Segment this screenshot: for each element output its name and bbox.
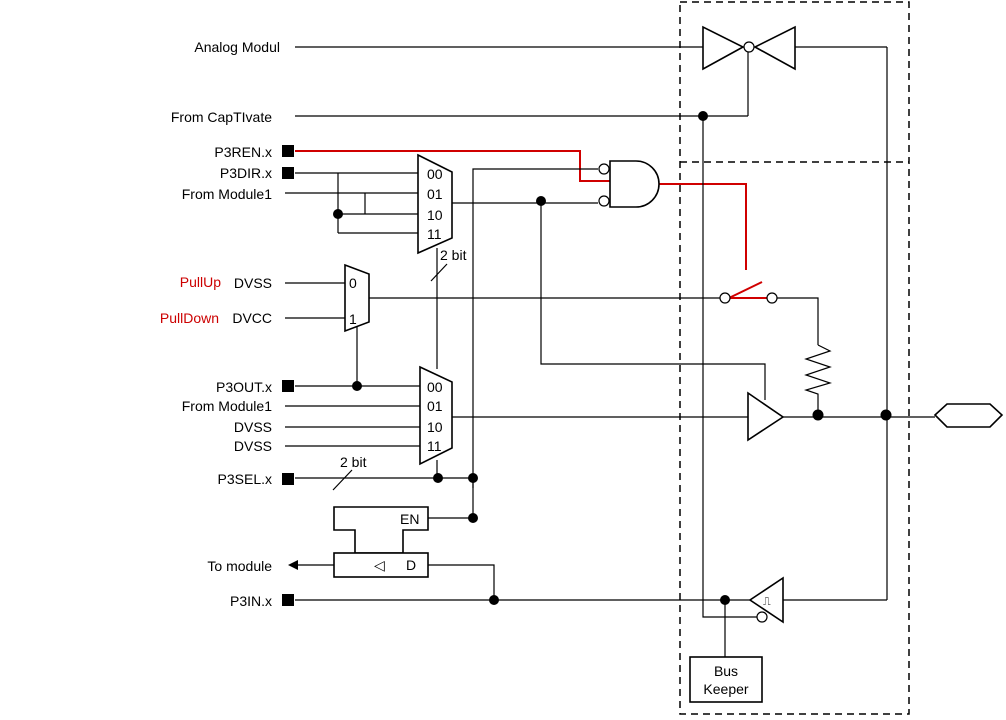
- bus-keeper-box: [689, 656, 763, 703]
- label-dvcc: DVCC: [232, 310, 272, 326]
- mux1-in-10: 10: [427, 207, 443, 223]
- mux-output: [419, 365, 453, 466]
- latch-en-label: EN: [400, 511, 419, 527]
- wire-and-output: [656, 183, 747, 270]
- pull-switch-left: [719, 292, 731, 304]
- io-pad-terminal: [933, 403, 1004, 428]
- and-gate: [609, 160, 660, 208]
- junction-pad-a: [812, 409, 824, 421]
- wire-dir-to-driver: [540, 201, 766, 400]
- label-from-module1-a: From Module1: [182, 186, 272, 202]
- mux-pull-in-0: 0: [349, 275, 357, 291]
- junction-pad-b: [880, 409, 892, 421]
- bus-keeper-line2: Keeper: [703, 681, 748, 697]
- bus-slash-b: [332, 469, 353, 491]
- label-pullup: PullUp: [180, 274, 221, 290]
- wire-input-enable: [702, 116, 757, 618]
- pull-switch-blade: [728, 281, 763, 299]
- arrow-to-module: [288, 560, 298, 570]
- label-from-module1-b: From Module1: [182, 398, 272, 414]
- input-enable-bubble: [756, 611, 768, 623]
- label-to-module: To module: [207, 558, 272, 574]
- junction-p3in: [489, 595, 499, 605]
- mux-direction: [417, 153, 453, 255]
- bus-keeper-line1: Bus: [714, 663, 738, 679]
- mux2-in-11: 11: [427, 438, 442, 454]
- wire-p3ren: [295, 150, 610, 182]
- pin-p3dir: [282, 167, 294, 179]
- bus-width-b: 2 bit: [340, 454, 367, 470]
- junction-sel-a: [433, 473, 443, 483]
- pad-boundary: [679, 1, 910, 715]
- analog-switch-right: [753, 25, 796, 71]
- and-input-bubble-1: [598, 163, 610, 175]
- analog-switch-left: [702, 25, 745, 71]
- label-p3sel: P3SEL.x: [218, 471, 272, 487]
- mux-pull-in-1: 1: [349, 311, 357, 327]
- pull-resistor: [803, 344, 833, 413]
- label-dvss-b: DVSS: [234, 419, 272, 435]
- mux1-in-01: 01: [427, 186, 443, 202]
- and-input-bubble-2: [598, 195, 610, 207]
- label-p3out: P3OUT.x: [216, 379, 272, 395]
- latch-clock-label: ◁: [374, 557, 385, 573]
- junction-latch-en: [468, 513, 478, 523]
- pull-switch-right: [766, 292, 778, 304]
- mux-pull: [344, 263, 370, 333]
- junction-p3out: [352, 381, 362, 391]
- schmitt-symbol: ⎍: [763, 596, 771, 608]
- pin-p3out: [282, 380, 294, 392]
- label-dvss-a: DVSS: [234, 275, 272, 291]
- label-pulldown: PullDown: [160, 310, 219, 326]
- pin-p3ren: [282, 145, 294, 157]
- wire-sel-to-and: [472, 168, 598, 488]
- label-analog-modul: Analog Modul: [194, 39, 280, 55]
- label-from-captivate: From CapTIvate: [171, 109, 272, 125]
- mux1-in-11: 11: [427, 226, 442, 242]
- label-p3in: P3IN.x: [230, 593, 272, 609]
- label-dvss-c: DVSS: [234, 438, 272, 454]
- wire-pull-resistor-top: [777, 297, 819, 345]
- label-p3dir: P3DIR.x: [220, 165, 272, 181]
- pin-p3sel: [282, 473, 294, 485]
- junction-captivate: [698, 111, 708, 121]
- pin-p3in: [282, 594, 294, 606]
- mux1-in-00: 00: [427, 166, 443, 182]
- bus-width-a: 2 bit: [440, 247, 467, 263]
- latch-d-label: D: [406, 557, 416, 573]
- junction-mux1-10: [333, 209, 343, 219]
- analog-switch-bubble: [743, 41, 755, 53]
- output-driver: [747, 391, 785, 442]
- bus-slash-a: [430, 263, 448, 282]
- wire-latch-d: [428, 564, 495, 600]
- mux2-in-10: 10: [427, 419, 443, 435]
- mux2-in-01: 01: [427, 398, 443, 414]
- mux2-in-00: 00: [427, 379, 443, 395]
- label-p3ren: P3REN.x: [214, 144, 272, 160]
